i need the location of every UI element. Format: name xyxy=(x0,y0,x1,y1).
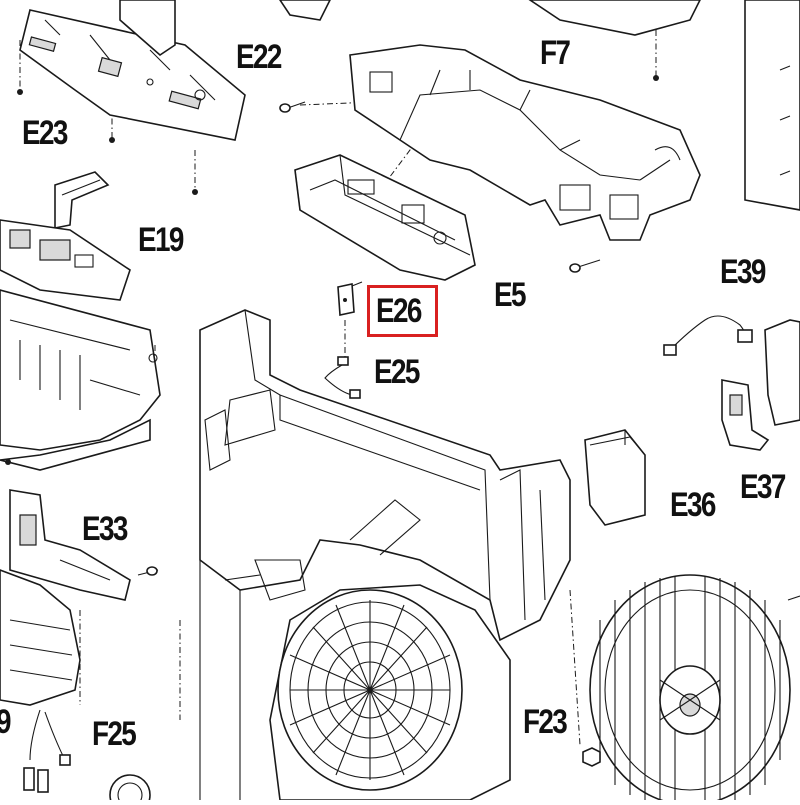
highlight-box-e26 xyxy=(367,285,438,337)
part-partial-wire xyxy=(23,709,71,793)
part-e37-board xyxy=(721,379,770,451)
label-e37: E37 xyxy=(740,468,786,506)
nut-f23 xyxy=(582,747,601,767)
label-f7: F7 xyxy=(540,34,571,72)
part-main-chassis xyxy=(199,309,571,800)
part-f23-blower-wheel xyxy=(589,574,791,805)
part-e22-control-board xyxy=(19,9,246,141)
label-partial: 9 xyxy=(0,705,12,739)
screw-right xyxy=(787,595,800,601)
part-e25-wire xyxy=(324,356,361,399)
part-e23-ribbon-cable xyxy=(54,171,110,229)
part-e33-bracket xyxy=(9,489,159,601)
part-f25-gear xyxy=(109,774,151,805)
label-f25: F25 xyxy=(92,715,137,753)
part-e5-housing xyxy=(294,154,476,281)
label-e25: E25 xyxy=(374,353,420,391)
label-e22: E22 xyxy=(236,38,282,76)
part-e26-sensor xyxy=(337,281,363,316)
part-right-housing xyxy=(744,0,800,426)
label-e33: E33 xyxy=(82,510,128,548)
label-e39: E39 xyxy=(720,253,766,291)
label-e23: E23 xyxy=(22,114,68,152)
part-f7-bracket xyxy=(349,44,701,241)
part-e36-module xyxy=(584,429,646,526)
screw-f7 xyxy=(279,101,601,273)
part-top-housing xyxy=(119,0,701,57)
label-e26: E26 xyxy=(376,292,422,330)
part-left-housing xyxy=(0,289,161,471)
part-left-lower-housing xyxy=(0,569,81,706)
part-fan-grille xyxy=(269,584,511,801)
screws-top xyxy=(17,75,659,195)
label-e19: E19 xyxy=(138,221,184,259)
label-e36: E36 xyxy=(670,486,716,524)
label-f23: F23 xyxy=(523,703,568,741)
part-e19-board xyxy=(0,219,131,301)
part-e39-wire-harness xyxy=(663,315,753,356)
label-e5: E5 xyxy=(494,276,526,314)
